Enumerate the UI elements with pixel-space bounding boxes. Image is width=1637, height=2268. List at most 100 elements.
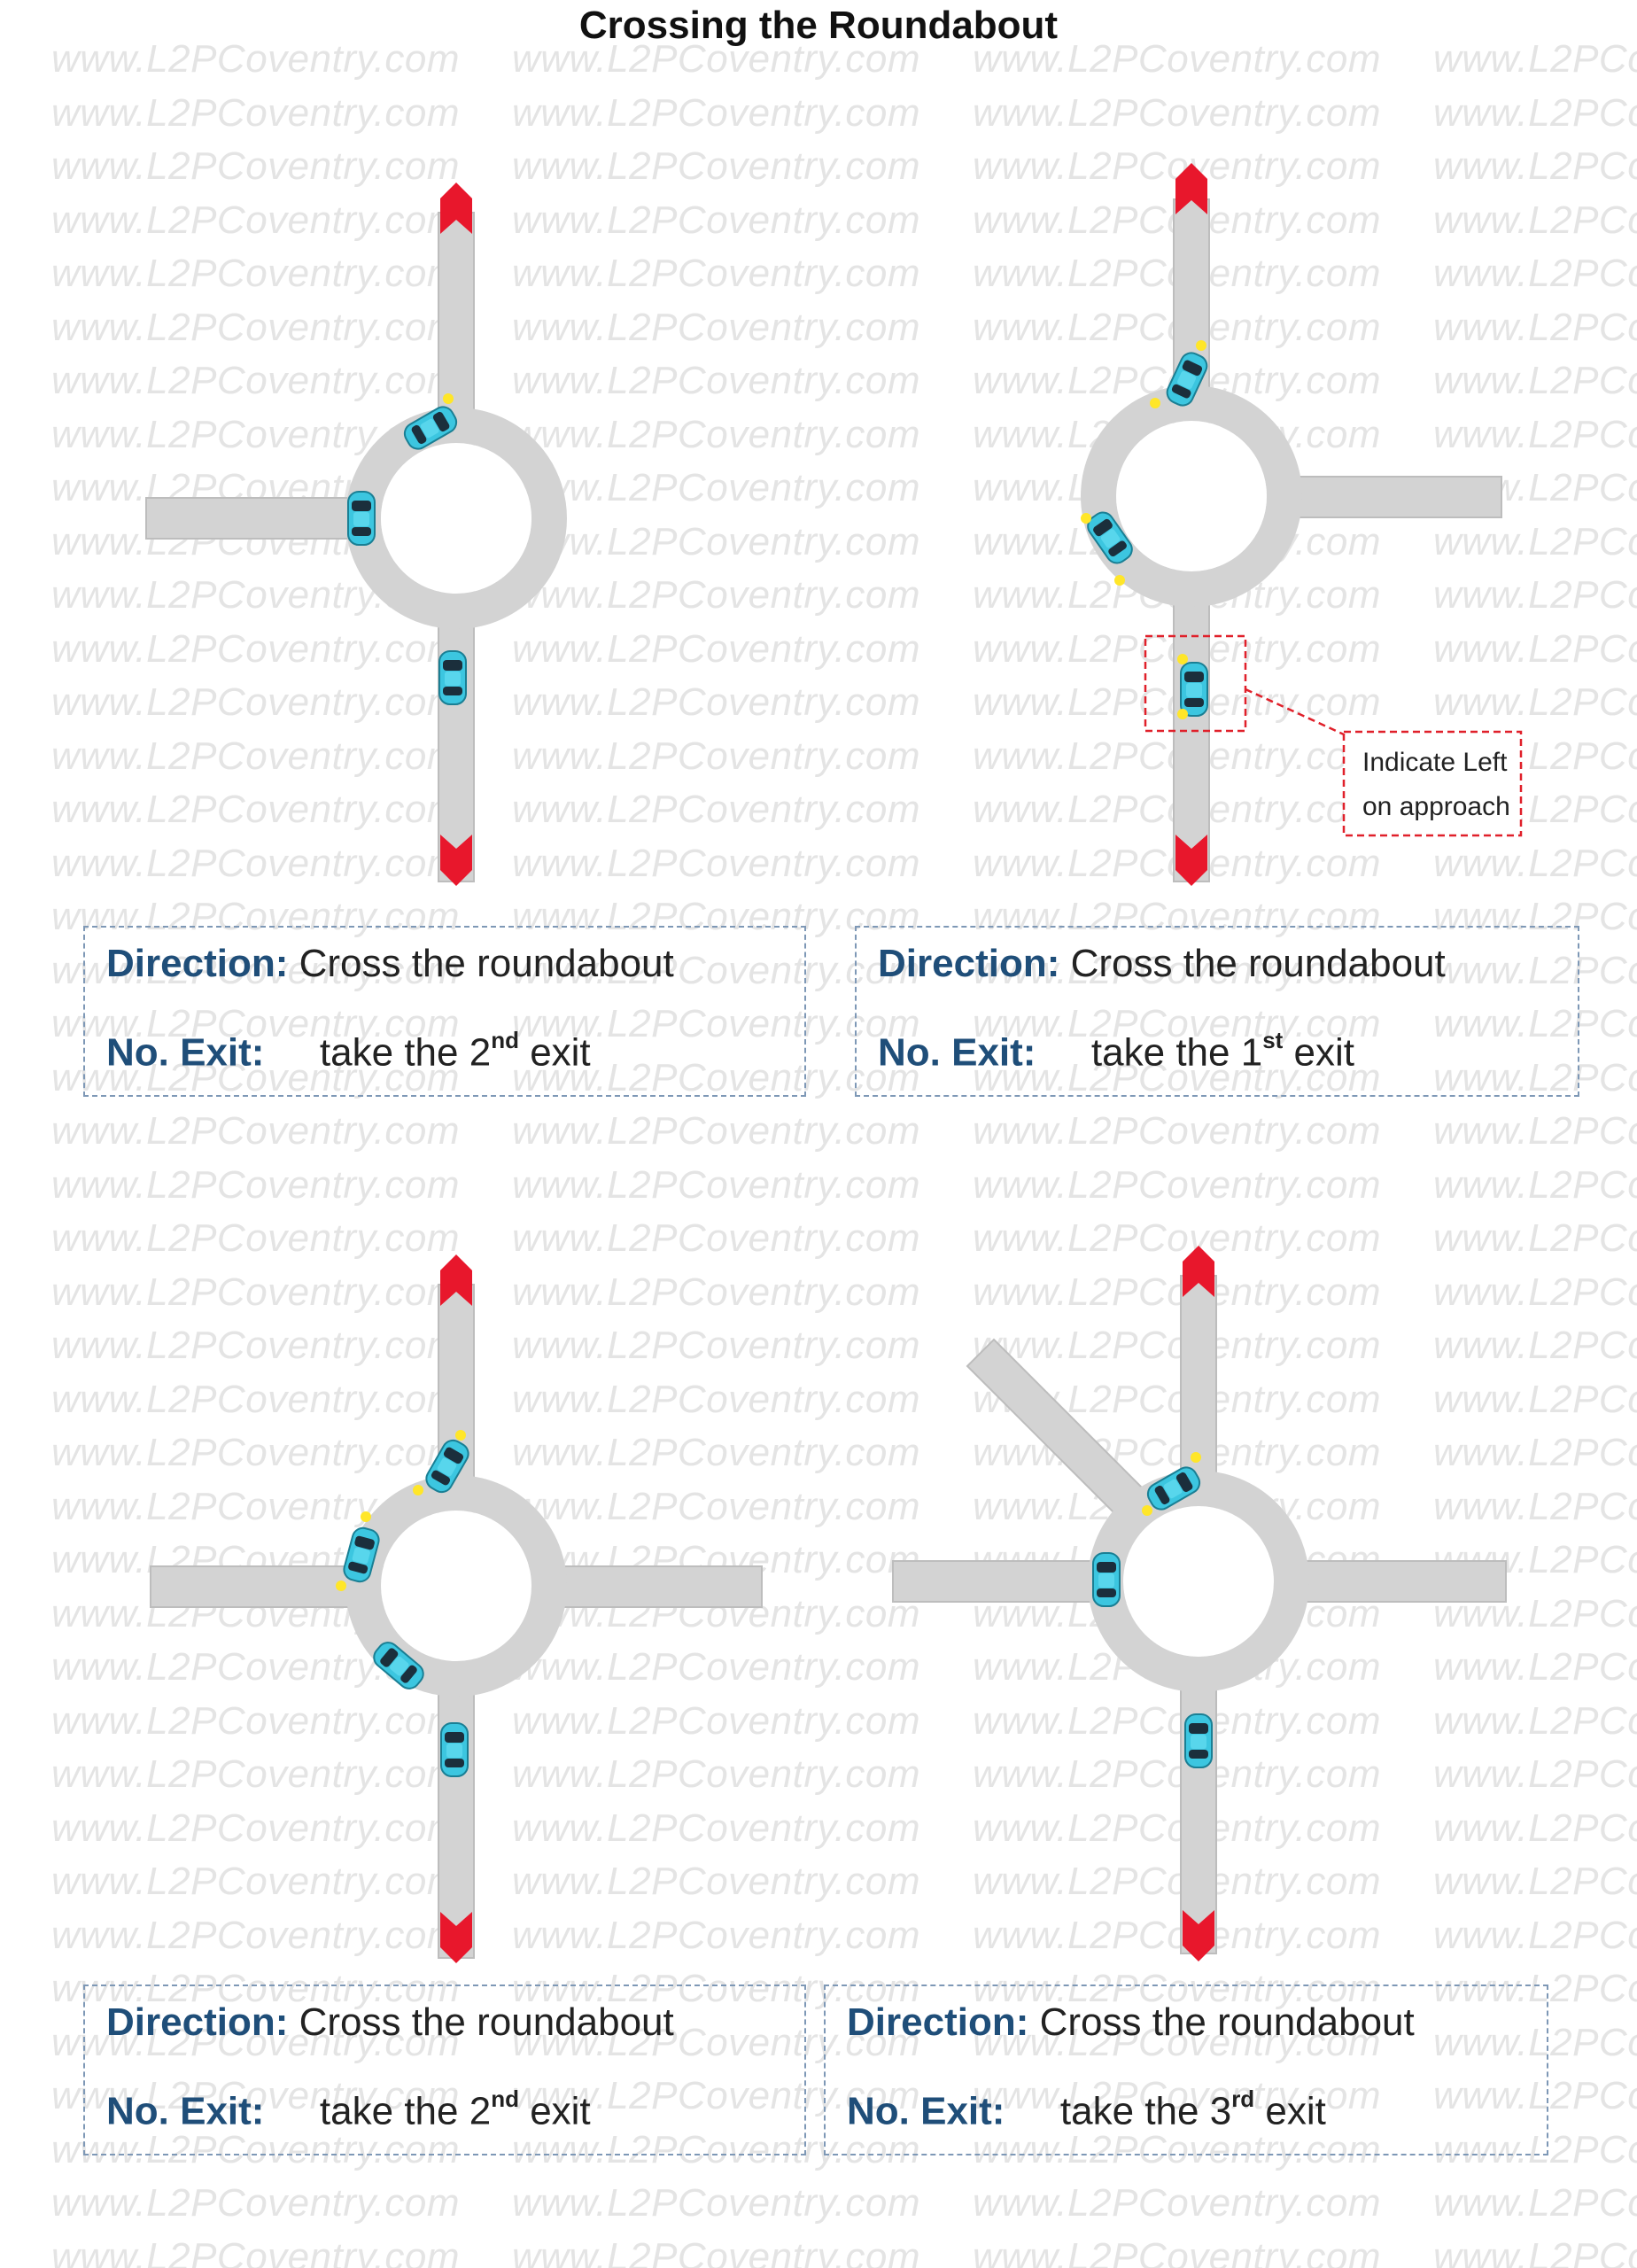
watermark-text: www.L2PCoventry.com [1433, 2181, 1637, 2225]
watermark-text: www.L2PCoventry.com [1433, 1913, 1637, 1957]
watermark-text: www.L2PCoventry.com [51, 626, 461, 671]
watermark-text: www.L2PCoventry.com [51, 1270, 461, 1314]
watermark-row: www.L2PCoventry.com www.L2PCoventry.com ww… [51, 91, 1637, 136]
road-3 [150, 1284, 763, 1959]
watermark-text: www.L2PCoventry.com [512, 2020, 921, 2064]
exit-word: exit [1293, 1030, 1355, 1075]
diagram-4 [892, 1246, 1507, 1961]
watermark-text: www.L2PCoventry.com [973, 895, 1382, 938]
watermark-text: www.L2PCoventry.com [512, 1431, 921, 1474]
watermark-text: www.L2PCoventry.com [512, 412, 921, 456]
watermark-text: www.L2PCoventry.com [51, 948, 461, 992]
watermark-text: www.L2PCoventry.com [1433, 1967, 1637, 2010]
watermark-text: www.L2PCoventry.com [51, 1109, 461, 1153]
watermark-text: www.L2PCoventry.com [512, 90, 921, 135]
watermark-text: www.L2PCoventry.com [1433, 359, 1637, 402]
watermark-text: www.L2PCoventry.com [512, 144, 921, 188]
watermark-text: www.L2PCoventry.com [973, 2234, 1382, 2268]
car-icon [1092, 1452, 1213, 1768]
watermark-text: www.L2PCoventry.com [51, 734, 461, 778]
watermark-text: www.L2PCoventry.com [512, 1109, 921, 1153]
road-2 [1081, 198, 1502, 882]
watermark-text: www.L2PCoventry.com [51, 1055, 461, 1099]
watermark-text: www.L2PCoventry.com [51, 359, 461, 402]
watermark-text: www.L2PCoventry.com [51, 1860, 461, 1903]
direction-line: Direction: Cross the roundabout [106, 2000, 674, 2045]
watermark-text: www.L2PCoventry.com [1433, 2020, 1637, 2064]
watermark-text: www.L2PCoventry.com [512, 1055, 921, 1099]
watermark-text: www.L2PCoventry.com [973, 2181, 1382, 2225]
watermark-text: www.L2PCoventry.com [51, 2020, 461, 2064]
callout-line-2: on approach [1362, 792, 1510, 821]
car-icon [1081, 340, 1212, 719]
watermark-text: www.L2PCoventry.com [512, 1752, 921, 1796]
exit-word: exit [1265, 2089, 1326, 2133]
watermark-text: www.L2PCoventry.com [51, 1698, 461, 1743]
exit-line: No. Exit: take the 2nd exit [106, 1027, 591, 1076]
watermark-text: www.L2PCoventry.com [973, 948, 1382, 992]
watermark-text: www.L2PCoventry.com [512, 1162, 921, 1207]
watermark-text: www.L2PCoventry.com [512, 2234, 921, 2268]
watermark-text: www.L2PCoventry.com [51, 198, 461, 242]
watermark-text: www.L2PCoventry.com [973, 1109, 1382, 1153]
watermark-text: www.L2PCoventry.com [1433, 1002, 1637, 1045]
watermark-text: www.L2PCoventry.com [512, 626, 921, 671]
watermark-text: www.L2PCoventry.com [512, 895, 921, 938]
watermark-text: www.L2PCoventry.com [51, 90, 461, 135]
watermark-text: www.L2PCoventry.com [512, 734, 921, 778]
watermark-text: www.L2PCoventry.com [973, 2127, 1382, 2171]
watermark-text: www.L2PCoventry.com [512, 37, 921, 81]
watermark-text: www.L2PCoventry.com [973, 2074, 1382, 2117]
exit-word: exit [530, 2089, 591, 2133]
exit-word: exit [530, 1030, 591, 1075]
watermark-row: www.L2PCoventry.com www.L2PCoventry.com ww… [51, 2181, 1637, 2225]
watermark-text: www.L2PCoventry.com [512, 680, 921, 724]
watermark-text: www.L2PCoventry.com [51, 2181, 461, 2225]
info-box-3: Direction: Cross the roundabout No. Exit… [83, 1984, 806, 2155]
watermark-text: www.L2PCoventry.com [51, 680, 461, 724]
direction-text: Cross the roundabout [1070, 942, 1446, 985]
exit-prefix: take the 3 [1059, 2089, 1232, 2133]
exit-suffix: nd [491, 2085, 519, 2112]
exit-suffix: st [1262, 1027, 1284, 1053]
watermark-text: www.L2PCoventry.com [51, 305, 461, 349]
info-box-2: Direction: Cross the roundabout No. Exit… [855, 926, 1579, 1097]
watermark-text: www.L2PCoventry.com [512, 198, 921, 242]
watermark-text: www.L2PCoventry.com [1433, 626, 1637, 671]
diagram-3 [150, 1254, 763, 1963]
watermark-text: www.L2PCoventry.com [1433, 680, 1637, 724]
exit-line: No. Exit: take the 3rd exit [847, 2085, 1326, 2134]
watermark-text: www.L2PCoventry.com [512, 252, 921, 295]
watermark-text: www.L2PCoventry.com [51, 144, 461, 188]
watermark-text: www.L2PCoventry.com [1433, 90, 1637, 135]
watermark-text: www.L2PCoventry.com [973, 1162, 1382, 1207]
watermark-text: www.L2PCoventry.com [51, 1967, 461, 2010]
watermark-text: www.L2PCoventry.com [973, 1752, 1382, 1796]
callout-text: Indicate Left on approach [1362, 741, 1513, 829]
watermark-text: www.L2PCoventry.com [51, 37, 461, 81]
direction-label: Direction: [106, 942, 289, 985]
watermark-text: www.L2PCoventry.com [51, 1431, 461, 1474]
watermark-text: www.L2PCoventry.com [512, 1913, 921, 1957]
road-4 [892, 1275, 1507, 1954]
watermark-text: www.L2PCoventry.com [51, 1377, 461, 1421]
watermark-text: www.L2PCoventry.com [51, 841, 461, 885]
watermark-text: www.L2PCoventry.com [973, 1967, 1382, 2010]
watermark-text: www.L2PCoventry.com [512, 1377, 921, 1421]
watermark-text: www.L2PCoventry.com [973, 1216, 1382, 1260]
exit-suffix: nd [491, 1027, 519, 1053]
watermark-text: www.L2PCoventry.com [51, 1002, 461, 1045]
watermark-text: www.L2PCoventry.com [973, 1055, 1382, 1099]
direction-label: Direction: [878, 942, 1060, 985]
